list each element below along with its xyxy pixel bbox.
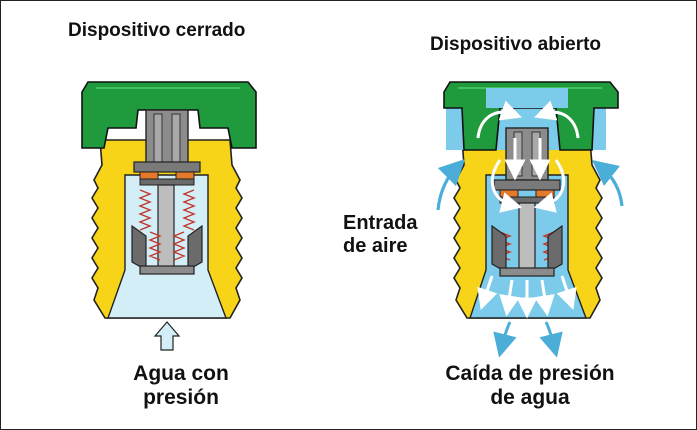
open-device-title: Dispositivo abierto [430, 34, 602, 55]
drop-label-line2: de agua [490, 386, 570, 410]
air-label-line2: de aire [343, 235, 408, 257]
air-entry-arrows [436, 158, 624, 211]
closed-valve [81, 81, 257, 351]
closed-valve-stem [145, 109, 189, 171]
drop-label-line1: Caída de presión [445, 362, 615, 385]
water-outlet-arrows [493, 321, 563, 358]
water-label-line1: Agua con [133, 362, 229, 385]
air-entry-label: Entrada de aire [343, 212, 443, 258]
closed-valve-washer [139, 171, 159, 180]
closed-valve-spring [138, 189, 196, 261]
open-valve [436, 81, 624, 358]
open-valve-stem [505, 127, 549, 181]
water-inlet-arrow [153, 321, 181, 351]
water-label-line2: presión [143, 386, 219, 410]
water-pressure-label: Agua con presión [96, 362, 266, 410]
pressure-drop-label: Caída de presión de agua [410, 362, 650, 410]
open-valve-washer [499, 189, 519, 198]
closed-device-title: Dispositivo cerrado [68, 20, 246, 41]
air-label-line1: Entrada [343, 212, 418, 234]
internal-flow-arrows [476, 100, 580, 319]
closed-valve-cap [81, 81, 257, 149]
